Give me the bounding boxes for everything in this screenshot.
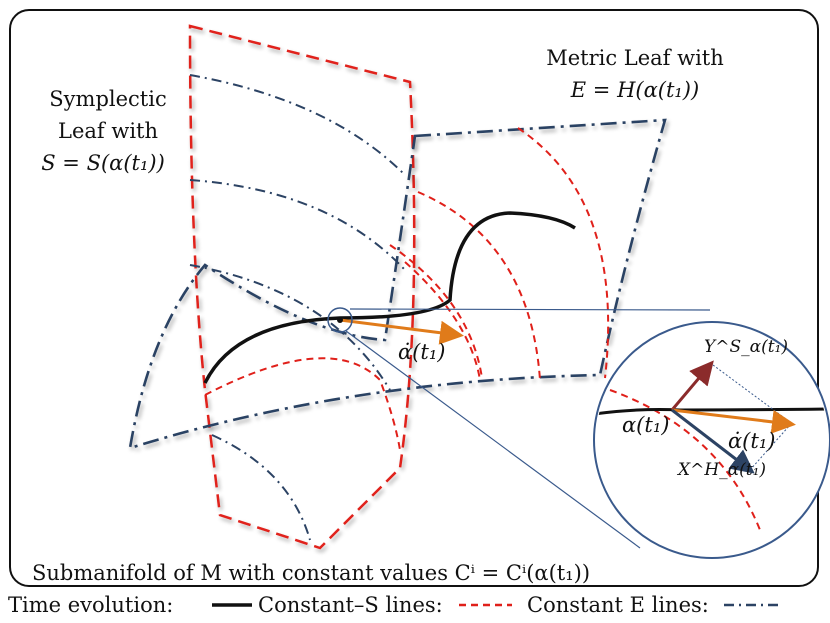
alpha-point	[337, 317, 343, 323]
time-evolution-curve	[203, 211, 576, 384]
legend-constant-e-label: Constant E lines:	[527, 593, 709, 617]
symplectic-leaf-boundary	[188, 24, 416, 550]
legend-time-label: Time evolution:	[8, 593, 174, 617]
zoom-alpha-label: α(t₁)	[622, 413, 670, 437]
alpha-dot-label: α̇(t₁)	[398, 340, 446, 364]
zoom-constant-s-line	[609, 389, 761, 531]
zoom-Y-vector	[670, 360, 714, 411]
zoom-circle-group	[593, 321, 830, 559]
alpha-dot-vector	[339, 318, 464, 345]
metric-constant-s-lines	[204, 127, 610, 451]
zoom-time-curve	[596, 407, 828, 416]
metric-label-1: Metric Leaf with	[546, 46, 724, 70]
magnifier-small	[327, 307, 353, 333]
zoom-alpha-dot-vector	[671, 408, 796, 434]
symplectic-label-3: S = S(α(t₁))	[41, 151, 165, 175]
symplectic-leaf	[188, 24, 416, 550]
legend-constant-s-label: Constant–S lines:	[258, 593, 443, 617]
symplectic-label-1: Symplectic	[49, 87, 167, 111]
zoom-line-top	[349, 308, 711, 311]
zoom-alpha-dot-label: α̇(t₁)	[728, 429, 776, 453]
symplectic-constant-e-lines	[189, 74, 406, 541]
diagram-frame	[9, 9, 819, 587]
metric-leaf	[128, 118, 667, 450]
zoom-X-label: X^H_α(t₁)	[678, 460, 767, 480]
zoom-X-vector	[671, 408, 755, 474]
metric-label-2: E = H(α(t₁))	[570, 78, 700, 102]
symplectic-label-2: Leaf with	[58, 119, 158, 143]
metric-leaf-boundary	[128, 118, 667, 450]
zoom-Y-label: Y^S_α(t₁)	[704, 337, 789, 357]
submanifold-label: Submanifold of M with constant values Cⁱ…	[32, 561, 591, 585]
zoom-line-bottom	[345, 330, 641, 549]
